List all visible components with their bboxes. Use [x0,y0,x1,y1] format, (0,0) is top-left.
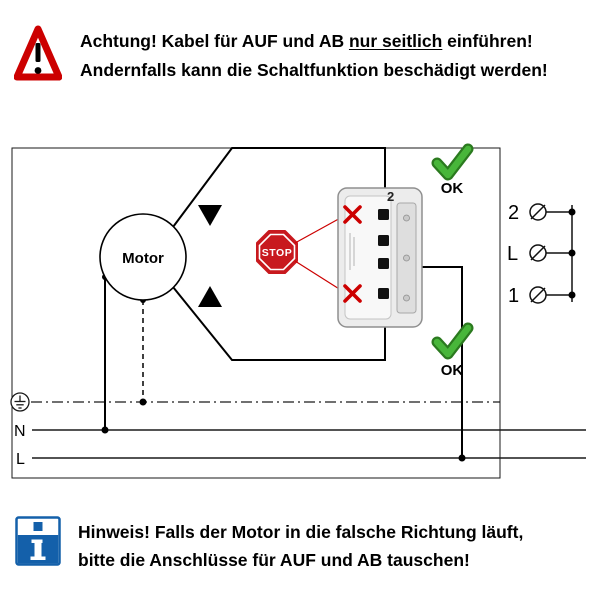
stop-label: STOP [262,247,292,259]
warning-line1-post: einführen! [442,31,533,51]
switch-terminal-2-label: 2 [387,189,394,204]
warning-line1-pre: Achtung! Kabel für AUF und AB [80,31,349,51]
wires [104,147,463,458]
warning-triangle-icon [14,25,62,81]
mains-lines [31,401,586,459]
motor-circle [99,213,187,301]
info-text: Hinweis! Falls der Motor in die falsche … [78,516,523,574]
screw-terminal-icons [529,203,547,304]
warning-text: Achtung! Kabel für AUF und AB nur seitli… [80,22,548,85]
warning-line1-underlined: nur seitlich [348,31,443,51]
terminal-1-label: 1 [508,285,519,307]
switch-terminals [378,209,389,299]
ok-top-label: OK [441,180,464,197]
wire-down-direction [172,286,386,361]
warning-line2: Andernfalls kann die Schaltfunktion besc… [80,60,548,80]
switch-device: 2 [337,187,423,328]
info-banner: Hinweis! Falls der Motor in die falsche … [15,516,595,574]
wiring-diagram: N L Motor [10,143,586,479]
ok-bottom-label: OK [441,362,464,379]
ok-check-top-icon [431,143,474,181]
no-entry-x-marks [343,205,362,303]
phase-label: L [16,451,25,468]
terminal-l-label: L [507,243,518,265]
motor: Motor [99,213,187,301]
wire-up-direction [172,147,386,228]
info-icon [15,516,61,566]
arrow-up-icon [198,286,222,307]
wire-phase-feed [414,266,463,458]
warning-line1: Achtung! Kabel für AUF und AB nur seitli… [80,27,548,56]
info-line2: bitte die Anschlüsse für AUF und AB taus… [78,550,470,570]
terminal-wiring [546,205,573,302]
terminal-dots [568,208,576,299]
neutral-label: N [14,423,26,440]
stop-sign-icon: STOP [256,230,298,274]
earth-symbol-icon [10,392,30,412]
terminal-2-label: 2 [508,202,519,224]
diagram-frame [11,147,501,479]
device-print-marks [349,233,355,270]
arrow-down-icon [198,205,222,226]
stop-pointer-lines [294,215,345,293]
info-line1: Hinweis! Falls der Motor in die falsche … [78,522,524,542]
ok-check-bottom-icon [431,322,474,360]
motor-label: Motor [122,250,164,267]
warning-banner: Achtung! Kabel für AUF und AB nur seitli… [14,22,594,85]
terminal-block: 2 L 1 [507,202,576,307]
